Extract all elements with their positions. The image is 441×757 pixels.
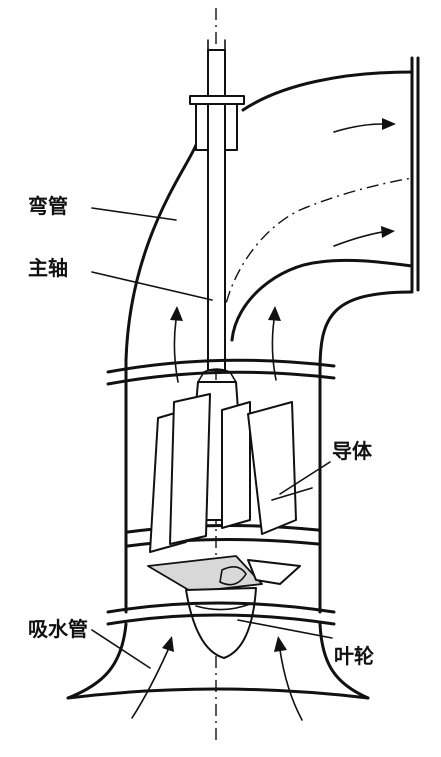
label-suction-pipe: 吸水管 — [28, 617, 88, 641]
elbow-pipe — [124, 56, 420, 372]
main-shaft — [189, 39, 245, 371]
guide-vanes — [149, 393, 313, 553]
flow-arrows-elbow — [333, 118, 396, 247]
suction-pipe — [66, 601, 370, 700]
label-main-shaft: 主轴 — [28, 256, 68, 280]
label-leaders — [91, 207, 333, 669]
runner-blades — [147, 555, 301, 593]
flow-arrows-inlet — [131, 636, 303, 721]
runner-cone — [185, 587, 257, 659]
label-guide-vane: 导体 — [332, 439, 372, 463]
guide-vane-casing — [106, 358, 336, 614]
label-impeller: 叶轮 — [334, 644, 374, 668]
label-elbow-pipe: 弯管 — [28, 194, 68, 218]
flow-arrows-inner — [170, 306, 281, 383]
